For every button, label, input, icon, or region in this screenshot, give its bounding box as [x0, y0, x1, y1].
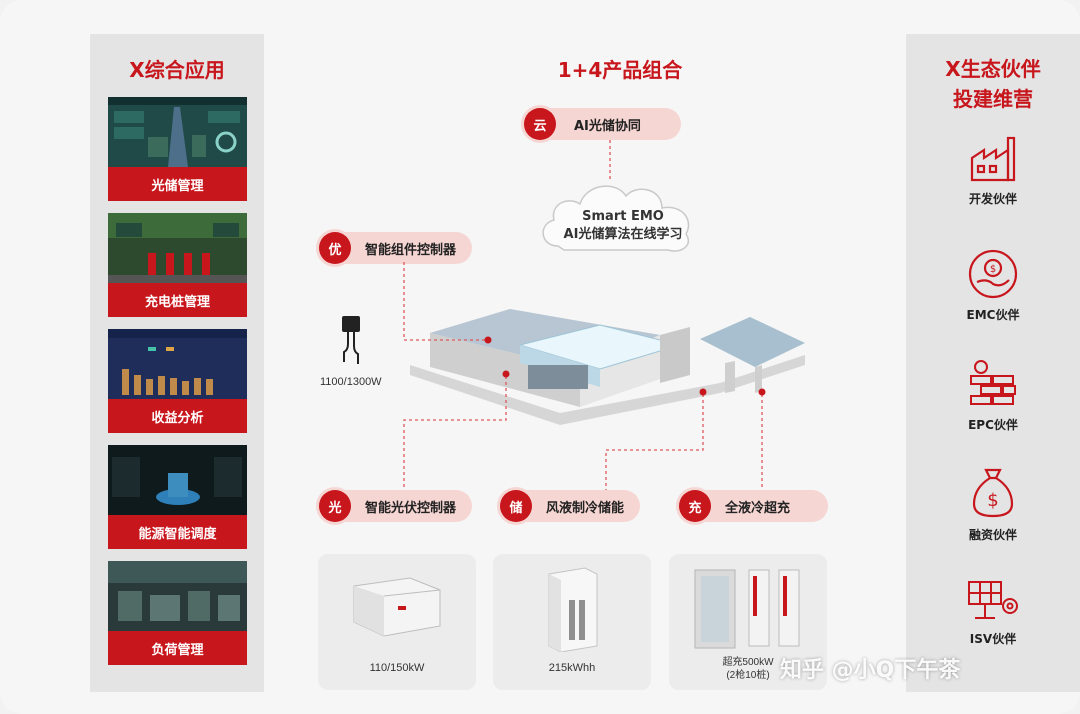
- partner-emc[interactable]: $ EMC伙伴: [906, 248, 1080, 323]
- inverter-image: [353, 577, 441, 637]
- pv-controller-pill-label: 智能光伏控制器: [365, 500, 457, 516]
- money-bag-icon: $: [972, 468, 1014, 518]
- supercharger-caption: 超充500kW (2枪10桩): [669, 656, 827, 682]
- svg-text:$: $: [990, 264, 996, 275]
- partners-title-line2: 投建维营: [953, 87, 1033, 111]
- optimizer-pill-label: 智能组件控制器: [365, 242, 457, 258]
- storage-cabinet-image: [548, 567, 598, 652]
- app-label: 光储管理: [108, 167, 247, 201]
- cloud-pill-label: AI光储协同: [574, 118, 641, 134]
- storage-pill: 储 风液制冷储能: [500, 490, 641, 522]
- pv-storage-screenshot: [108, 97, 247, 167]
- cloud-badge: 云: [524, 108, 556, 140]
- app-label: 负荷管理: [108, 631, 247, 665]
- supercharge-badge: 充: [679, 490, 711, 522]
- pv-controller-pill: 光 智能光伏控制器: [319, 490, 473, 522]
- supercharger-caption-line1: 超充500kW: [722, 657, 774, 668]
- cloud-pill: 云 AI光储协同: [524, 108, 681, 140]
- charging-pile-screenshot: [108, 213, 247, 283]
- storage-caption: 215kWhh: [548, 662, 596, 674]
- partners-title: X生态伙伴 投建维营: [906, 54, 1080, 114]
- applications-title: X综合应用: [129, 58, 225, 82]
- optimizer-caption: 1100/1300W: [320, 376, 382, 388]
- load-management-screenshot: [108, 561, 247, 631]
- partner-label: EMC伙伴: [966, 308, 1020, 322]
- solar-panel-gear-icon: [968, 581, 1018, 619]
- partner-label: ISV伙伴: [969, 632, 1017, 646]
- storage-pill-label: 风液制冷储能: [546, 500, 625, 516]
- commercial-building-illustration: [410, 309, 805, 425]
- app-card-charging-pile[interactable]: 充电桩管理: [108, 213, 247, 317]
- optimizer-badge: 优: [319, 232, 351, 264]
- app-label: 充电桩管理: [108, 283, 247, 317]
- partner-development[interactable]: 开发伙伴: [906, 134, 1080, 207]
- cloud-text: Smart EMO AI光储算法在线学习: [548, 208, 698, 244]
- watermark: 知乎 @小Q下午茶: [780, 658, 961, 683]
- supercharge-pill-label: 全液冷超充: [725, 500, 791, 516]
- cloud-outline: [542, 185, 690, 252]
- app-label: 收益分析: [108, 399, 247, 433]
- partners-title-line1: X生态伙伴: [945, 57, 1041, 81]
- partner-label: EPC伙伴: [968, 418, 1018, 432]
- revenue-analysis-screenshot: [108, 329, 247, 399]
- app-card-pv-storage[interactable]: 光储管理: [108, 97, 247, 201]
- money-hand-icon: $: [968, 249, 1018, 299]
- supercharge-pill: 充 全液冷超充: [679, 490, 829, 522]
- partner-epc[interactable]: EPC伙伴: [906, 358, 1080, 433]
- partner-financing[interactable]: $ 融资伙伴: [906, 466, 1080, 543]
- supercharger-image: [694, 569, 800, 649]
- storage-badge: 储: [500, 490, 532, 522]
- supercharger-caption-line2: (2枪10桩): [726, 670, 770, 681]
- optimizer-device-icon: [342, 316, 360, 364]
- product-storage-cabinet: 215kWhh: [493, 554, 651, 690]
- cloud-text-line2: AI光储算法在线学习: [563, 227, 683, 242]
- product-combination-title: 1+4产品组合: [557, 58, 683, 82]
- brick-wall-icon: [970, 360, 1016, 405]
- svg-text:$: $: [987, 490, 998, 511]
- partner-isv[interactable]: ISV伙伴: [906, 578, 1080, 647]
- product-inverter: 110/150kW: [318, 554, 476, 690]
- partner-label: 开发伙伴: [968, 192, 1017, 206]
- app-card-revenue-analysis[interactable]: 收益分析: [108, 329, 247, 433]
- app-card-energy-dispatch[interactable]: 能源智能调度: [108, 445, 247, 549]
- cloud-text-line1: Smart EMO: [582, 209, 664, 224]
- pv-controller-badge: 光: [319, 490, 351, 522]
- inverter-caption: 110/150kW: [369, 662, 425, 674]
- partners-panel: X生态伙伴 投建维营 开发伙伴 $ EMC伙伴: [906, 34, 1080, 692]
- optimizer-pill: 优 智能组件控制器: [319, 232, 473, 264]
- app-card-load-management[interactable]: 负荷管理: [108, 561, 247, 665]
- energy-dispatch-screenshot: [108, 445, 247, 515]
- factory-icon: [970, 136, 1016, 182]
- partner-label: 融资伙伴: [968, 528, 1017, 542]
- applications-panel: X综合应用 光储管理 充电桩管理: [90, 34, 264, 692]
- app-label: 能源智能调度: [108, 515, 247, 549]
- product-supercharger: 超充500kW (2枪10桩): [669, 554, 827, 690]
